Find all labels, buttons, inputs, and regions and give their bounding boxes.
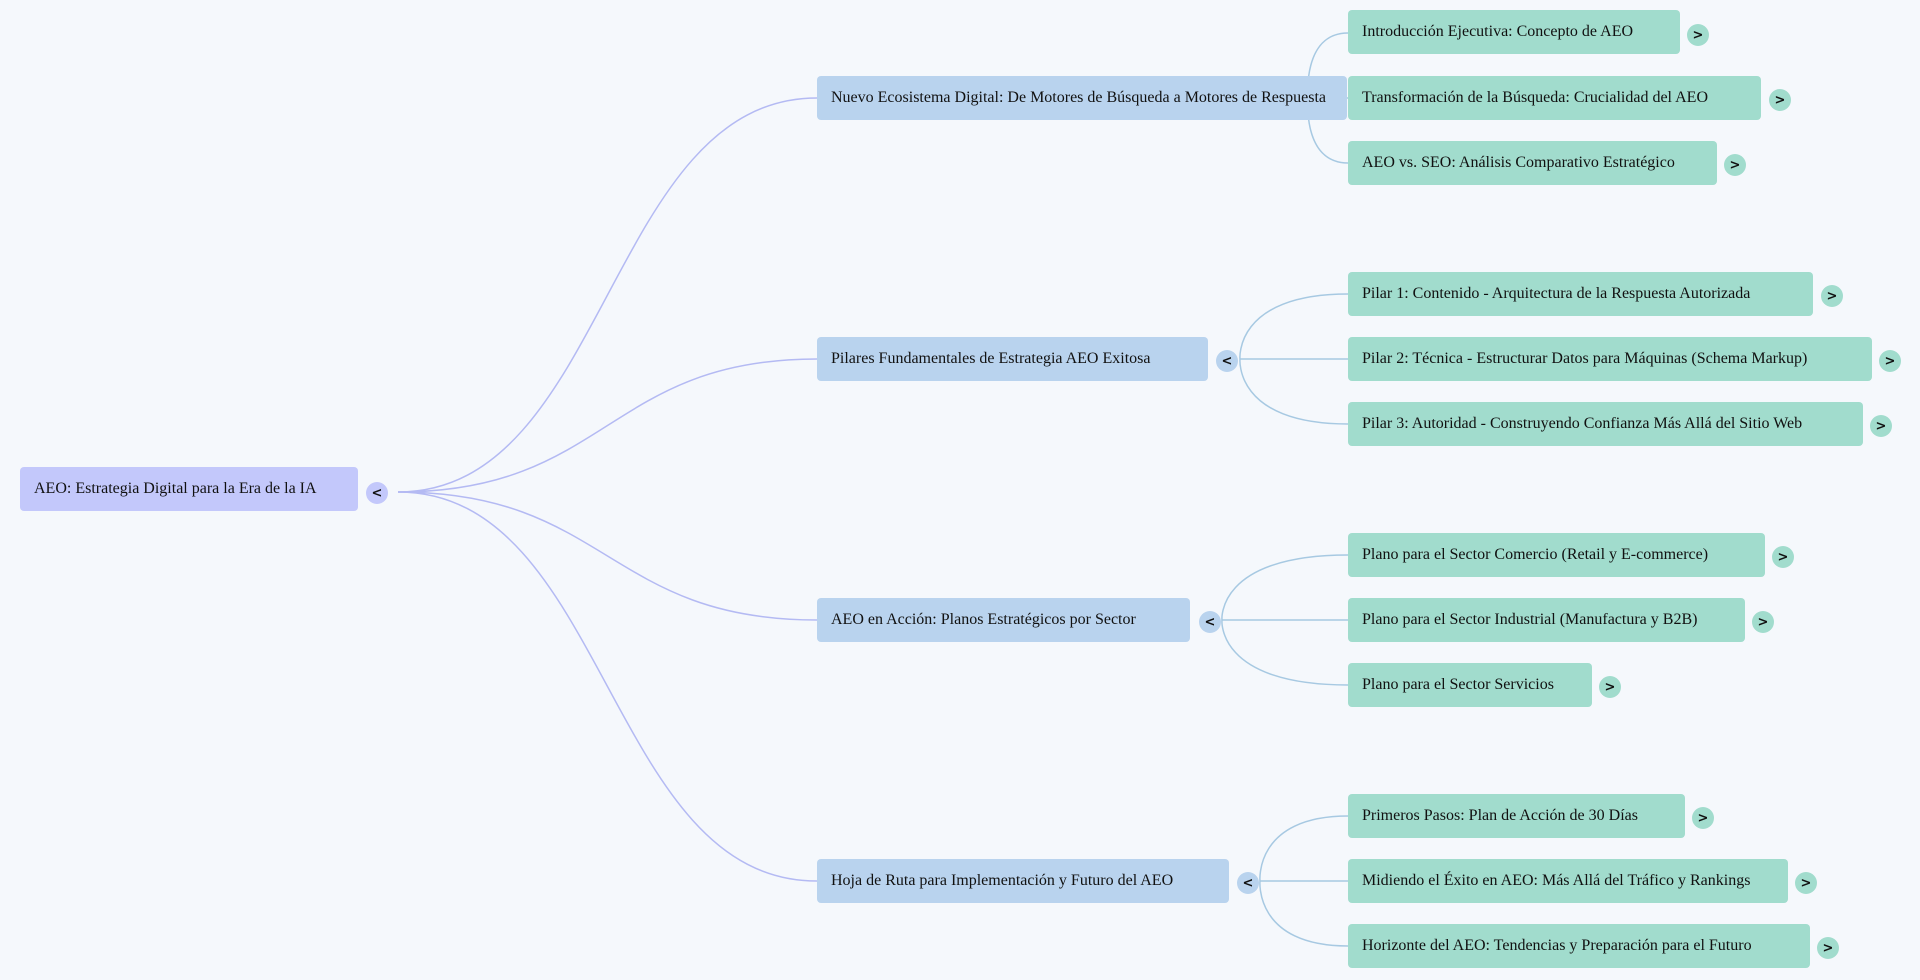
root-node[interactable]: AEO: Estrategia Digital para la Era de l… — [20, 467, 358, 511]
leaf-node-introduccion[interactable]: Introducción Ejecutiva: Concepto de AEO — [1348, 10, 1680, 54]
section-to-leaf-connector — [1239, 293, 1349, 360]
leaf-node-pilar-1[interactable]: Pilar 1: Contenido - Arquitectura de la … — [1348, 272, 1813, 316]
leaf-node-aeo-vs-seo[interactable]: AEO vs. SEO: Análisis Comparativo Estrat… — [1348, 141, 1717, 185]
section-to-leaf-connector — [1259, 880, 1349, 947]
leaf-expand-toggle[interactable]: > — [1692, 807, 1714, 829]
leaf-node-pilar-2[interactable]: Pilar 2: Técnica - Estructurar Datos par… — [1348, 337, 1872, 381]
leaf-node-sector-industrial[interactable]: Plano para el Sector Industrial (Manufac… — [1348, 598, 1745, 642]
root-to-section-connector — [397, 491, 818, 882]
section-to-leaf-connector — [1259, 815, 1349, 882]
leaf-expand-toggle[interactable]: > — [1795, 872, 1817, 894]
section-node-ecosistema[interactable]: Nuevo Ecosistema Digital: De Motores de … — [817, 76, 1347, 120]
leaf-expand-toggle[interactable]: > — [1769, 89, 1791, 111]
leaf-node-sector-comercio[interactable]: Plano para el Sector Comercio (Retail y … — [1348, 533, 1765, 577]
leaf-expand-toggle[interactable]: > — [1870, 415, 1892, 437]
leaf-expand-toggle[interactable]: > — [1724, 154, 1746, 176]
leaf-expand-toggle[interactable]: > — [1817, 937, 1839, 959]
leaf-node-transformacion[interactable]: Transformación de la Búsqueda: Crucialid… — [1348, 76, 1761, 120]
leaf-expand-toggle[interactable]: > — [1687, 24, 1709, 46]
leaf-node-sector-servicios[interactable]: Plano para el Sector Servicios — [1348, 663, 1592, 707]
leaf-expand-toggle[interactable]: > — [1599, 676, 1621, 698]
root-to-section-connector — [397, 97, 818, 493]
section-to-leaf-connector — [1221, 619, 1349, 686]
root-collapse-toggle[interactable]: < — [366, 482, 388, 504]
leaf-node-midiendo-exito[interactable]: Midiendo el Éxito en AEO: Más Allá del T… — [1348, 859, 1788, 903]
section-node-pilares[interactable]: Pilares Fundamentales de Estrategia AEO … — [817, 337, 1208, 381]
section-node-hoja-de-ruta[interactable]: Hoja de Ruta para Implementación y Futur… — [817, 859, 1229, 903]
leaf-expand-toggle[interactable]: > — [1821, 285, 1843, 307]
root-to-section-connector — [397, 358, 818, 493]
section-collapse-toggle[interactable]: < — [1199, 611, 1221, 633]
leaf-expand-toggle[interactable]: > — [1752, 611, 1774, 633]
leaf-expand-toggle[interactable]: > — [1772, 546, 1794, 568]
section-to-leaf-connector — [1239, 358, 1349, 425]
leaf-node-primeros-pasos[interactable]: Primeros Pasos: Plan de Acción de 30 Día… — [1348, 794, 1685, 838]
root-to-section-connector — [397, 491, 818, 621]
leaf-node-horizonte[interactable]: Horizonte del AEO: Tendencias y Preparac… — [1348, 924, 1810, 968]
leaf-expand-toggle[interactable]: > — [1879, 350, 1901, 372]
section-to-leaf-connector — [1221, 554, 1349, 621]
section-collapse-toggle[interactable]: < — [1216, 350, 1238, 372]
section-node-aeo-en-accion[interactable]: AEO en Acción: Planos Estratégicos por S… — [817, 598, 1190, 642]
leaf-node-pilar-3[interactable]: Pilar 3: Autoridad - Construyendo Confia… — [1348, 402, 1863, 446]
section-collapse-toggle[interactable]: < — [1237, 872, 1259, 894]
